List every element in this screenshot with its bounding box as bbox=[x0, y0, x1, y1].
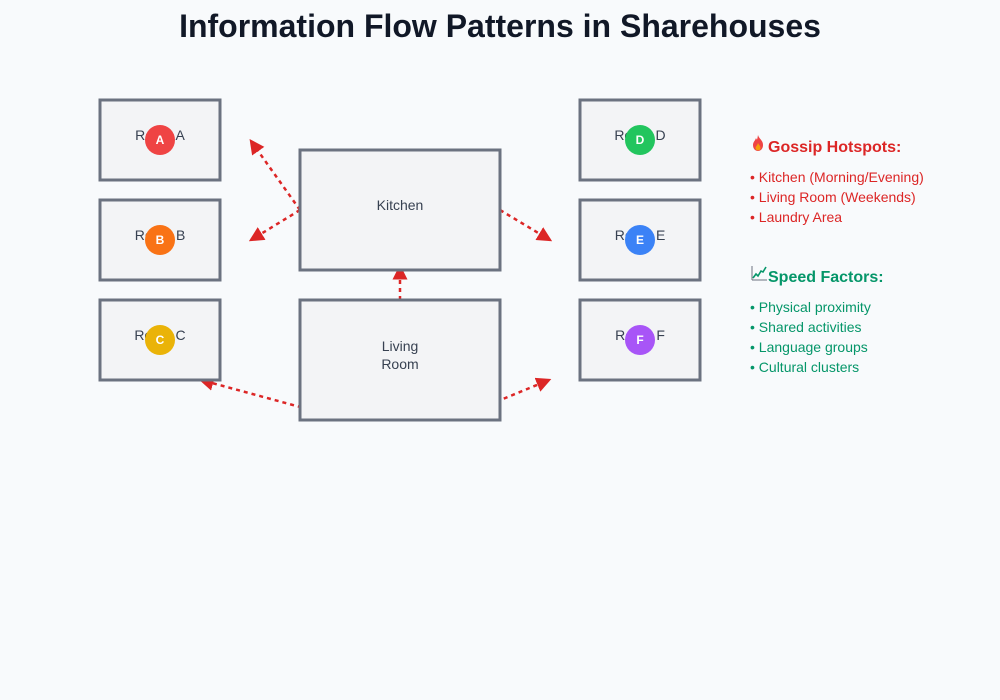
resident-c-initial: C bbox=[156, 333, 165, 347]
room-f: Room F F bbox=[578, 298, 702, 382]
speed-factors-title: Speed Factors: bbox=[768, 269, 884, 286]
room-a: Room A A bbox=[98, 98, 222, 182]
diagram-title: Information Flow Patterns in Sharehouses bbox=[179, 8, 821, 44]
fire-icon bbox=[750, 134, 768, 157]
living-room-label-line-2: Room bbox=[381, 356, 418, 372]
arrow-kitchen-to-room-a bbox=[249, 138, 302, 211]
gossip-hotspot-item: Living Room (Weekends) bbox=[750, 187, 924, 207]
resident-a-initial: A bbox=[156, 133, 165, 147]
gossip-hotspots-panel: Gossip Hotspots: Kitchen (Morning/Evenin… bbox=[750, 134, 924, 227]
gossip-hotspots-title: Gossip Hotspots: bbox=[768, 139, 902, 156]
living-room-label-line-1: Living bbox=[382, 338, 419, 354]
chart-increasing-icon bbox=[750, 264, 768, 287]
arrow-kitchen-to-room-b bbox=[248, 208, 301, 242]
gossip-hotspots-heading: Gossip Hotspots: bbox=[750, 134, 924, 157]
room-c: Room C C bbox=[98, 298, 222, 382]
speed-factors-panel: Speed Factors: Physical proximity Shared… bbox=[750, 264, 884, 377]
resident-f-avatar bbox=[625, 325, 655, 355]
kitchen: Kitchen bbox=[298, 148, 502, 272]
speed-factor-item: Language groups bbox=[750, 337, 884, 357]
speed-factor-item: Physical proximity bbox=[750, 297, 884, 317]
resident-b-initial: B bbox=[156, 233, 165, 247]
speed-factors-heading: Speed Factors: bbox=[750, 264, 884, 287]
resident-c-avatar bbox=[145, 325, 175, 355]
resident-b-avatar bbox=[145, 225, 175, 255]
room-b: Room B B bbox=[98, 198, 222, 282]
living-room: Living Room bbox=[298, 298, 502, 422]
resident-d-initial: D bbox=[636, 133, 645, 147]
resident-e-initial: E bbox=[636, 233, 644, 247]
resident-e-avatar bbox=[625, 225, 655, 255]
gossip-hotspot-item: Laundry Area bbox=[750, 207, 924, 227]
resident-a-avatar bbox=[145, 125, 175, 155]
kitchen-label: Kitchen bbox=[377, 197, 424, 213]
arrow-kitchen-to-room-e bbox=[499, 208, 553, 242]
resident-d-avatar bbox=[625, 125, 655, 155]
room-e: Room E E bbox=[578, 198, 702, 282]
speed-factor-item: Cultural clusters bbox=[750, 357, 884, 377]
gossip-hotspot-item: Kitchen (Morning/Evening) bbox=[750, 167, 924, 187]
resident-f-initial: F bbox=[636, 333, 643, 347]
room-d: Room D D bbox=[578, 98, 702, 182]
speed-factor-item: Shared activities bbox=[750, 317, 884, 337]
